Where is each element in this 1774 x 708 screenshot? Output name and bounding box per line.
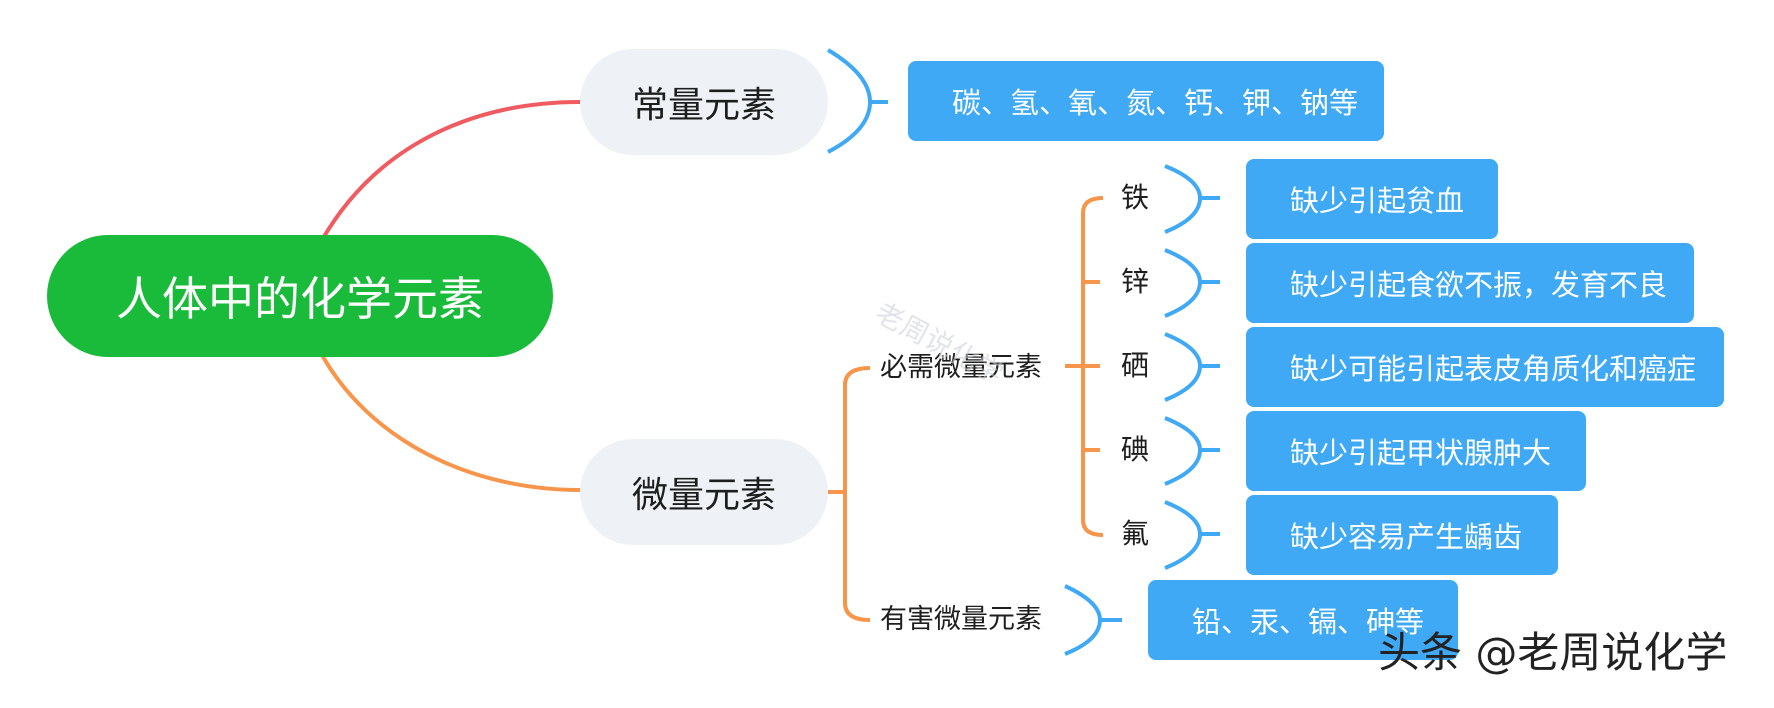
bracket-element-5 bbox=[1164, 500, 1203, 570]
bracket-element-4 bbox=[1164, 416, 1203, 486]
effect-zinc[interactable]: 缺少引起食欲不振，发育不良 bbox=[1246, 243, 1694, 323]
bracket-element-1 bbox=[1164, 164, 1203, 234]
bracket-harmful bbox=[1064, 584, 1103, 656]
footer-brand: 头条 @老周说化学 bbox=[1378, 628, 1728, 677]
branch-line-macro bbox=[320, 100, 581, 242]
root-node[interactable]: 人体中的化学元素 bbox=[47, 235, 553, 357]
trace-brace bbox=[843, 366, 871, 622]
trace-elements-node[interactable]: 微量元素 bbox=[580, 439, 828, 545]
effect-selenium[interactable]: 缺少可能引起表皮角质化和癌症 bbox=[1246, 327, 1724, 407]
element-zinc[interactable]: 锌 bbox=[1121, 265, 1150, 298]
element-fluorine[interactable]: 氟 bbox=[1121, 517, 1150, 550]
effect-iodine[interactable]: 缺少引起甲状腺肿大 bbox=[1246, 411, 1586, 491]
bracket-macro bbox=[826, 48, 873, 154]
branch-line-trace bbox=[320, 354, 581, 492]
effect-iron[interactable]: 缺少引起贫血 bbox=[1246, 159, 1498, 239]
macro-elements-node[interactable]: 常量元素 bbox=[580, 49, 828, 155]
macro-elements-detail[interactable]: 碳、氢、氧、氮、钙、钾、钠等 bbox=[908, 61, 1384, 141]
effect-fluorine[interactable]: 缺少容易产生龋齿 bbox=[1246, 495, 1558, 575]
element-iron[interactable]: 铁 bbox=[1121, 181, 1150, 214]
bracket-element-2 bbox=[1164, 248, 1203, 318]
harmful-trace-detail[interactable]: 铅、汞、镉、砷等 bbox=[1148, 580, 1458, 660]
essential-trace-label[interactable]: 必需微量元素 bbox=[880, 352, 1042, 383]
element-iodine[interactable]: 碘 bbox=[1121, 433, 1150, 466]
element-selenium[interactable]: 硒 bbox=[1121, 349, 1150, 382]
bracket-element-3 bbox=[1164, 332, 1203, 402]
harmful-trace-label[interactable]: 有害微量元素 bbox=[880, 604, 1042, 635]
